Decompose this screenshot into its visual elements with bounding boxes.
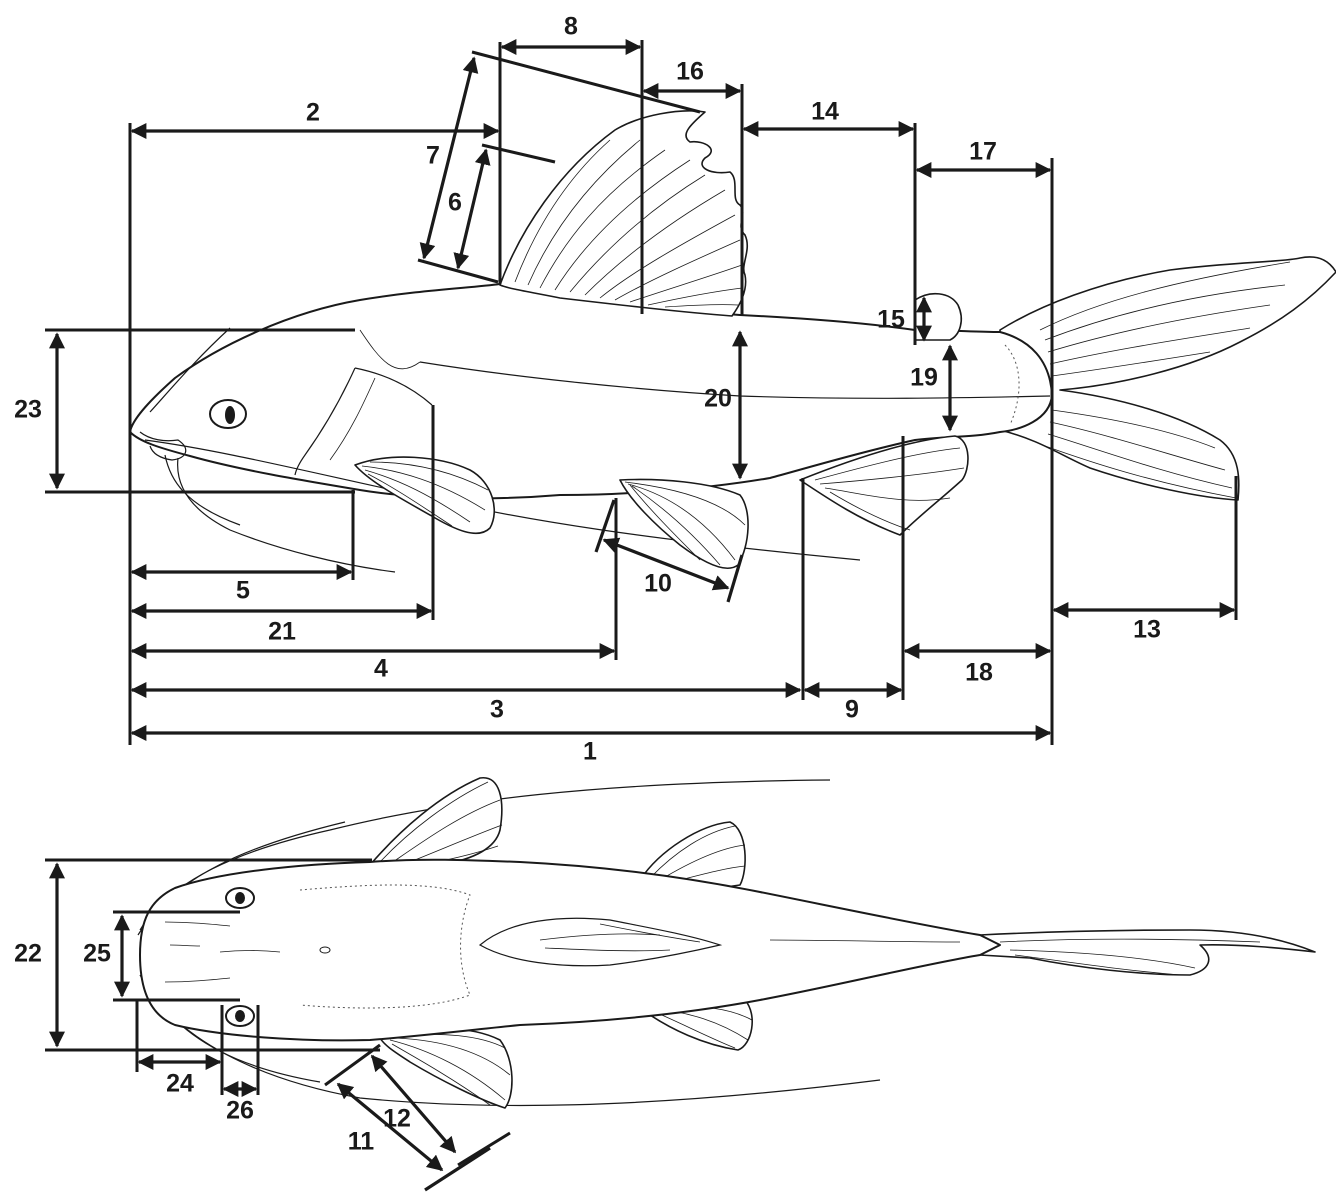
label-24: 24 [166, 1070, 194, 1098]
dorsal-view-fish [138, 778, 1315, 1108]
label-15: 15 [877, 306, 905, 334]
label-17: 17 [969, 138, 997, 166]
label-2: 2 [306, 99, 320, 127]
label-16: 16 [676, 58, 704, 86]
label-11: 11 [348, 1128, 375, 1156]
dimension-arrow-6 [458, 150, 486, 268]
label-19: 19 [910, 364, 938, 392]
label-18: 18 [965, 659, 993, 687]
label-26: 26 [226, 1097, 254, 1125]
label-10: 10 [644, 570, 672, 598]
label-21: 21 [268, 618, 296, 646]
pectoral-fin-dorsal-lower [380, 1028, 512, 1108]
label-4: 4 [374, 655, 388, 683]
label-20: 20 [704, 385, 732, 413]
label-13: 13 [1133, 616, 1161, 644]
label-6: 6 [448, 189, 462, 217]
label-12: 12 [383, 1105, 411, 1133]
caudal-fin-dorsal [980, 930, 1315, 975]
label-5: 5 [236, 577, 250, 605]
label-22: 22 [14, 940, 42, 968]
dorsal-fin-lateral [500, 111, 747, 316]
label-3: 3 [490, 696, 504, 724]
label-25: 25 [83, 940, 111, 968]
body-dorsal [140, 860, 1000, 1041]
dimension-arrow-11-tick [425, 1148, 490, 1190]
label-1: 1 [583, 738, 597, 766]
label-23: 23 [14, 396, 42, 424]
label-8: 8 [564, 13, 578, 41]
label-7: 7 [426, 142, 440, 170]
lateral-view-fish [130, 111, 1336, 572]
adipose-fin-lateral [915, 294, 961, 340]
label-9: 9 [845, 696, 859, 724]
label-14: 14 [811, 98, 839, 126]
pectoral-fin-dorsal-upper [370, 778, 502, 867]
